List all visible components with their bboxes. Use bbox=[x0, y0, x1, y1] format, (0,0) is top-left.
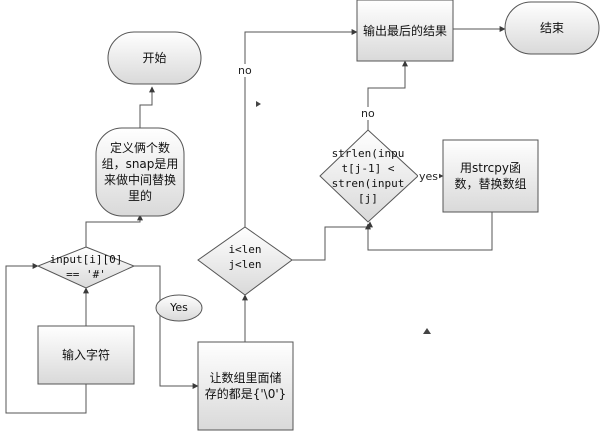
strlen-cond-label: strlen(inpu t[j-1] < stren(input [j] bbox=[331, 147, 405, 205]
stray-marker-1 bbox=[256, 101, 261, 107]
init-array-process bbox=[197, 341, 294, 431]
edge-loop-back bbox=[5, 263, 87, 414]
no-left-label: no bbox=[360, 107, 376, 120]
output-process bbox=[356, 0, 454, 62]
start-label: 开始 bbox=[142, 51, 167, 65]
edge-loop-to-strlen bbox=[292, 221, 373, 261]
define-process bbox=[95, 127, 185, 217]
check-input-label: input[i][0] == '#' bbox=[49, 253, 123, 281]
check-input-decision bbox=[36, 246, 136, 289]
yes-oval bbox=[155, 294, 203, 322]
init-array-label: 让数组里面储存的都是{'\0'} bbox=[204, 371, 287, 401]
stray-marker-2 bbox=[423, 328, 431, 334]
edge-loop-to-output bbox=[244, 29, 358, 227]
edge-check-to-init bbox=[134, 265, 199, 389]
edge-strcpy-back bbox=[365, 212, 493, 251]
output-label: 输出最后的结果 bbox=[362, 23, 447, 38]
start-terminal bbox=[107, 31, 202, 85]
no-top-label: no bbox=[237, 64, 253, 77]
define-label: 定义俩个数组，snap是用来做中间替换里的 bbox=[101, 141, 179, 203]
strlen-decision bbox=[319, 129, 419, 223]
edge-define-to-start bbox=[139, 86, 155, 128]
strcpy-label: 用strcpy函数，替换数组 bbox=[454, 161, 527, 191]
yes-right-label: yes bbox=[418, 170, 440, 183]
end-label: 结束 bbox=[539, 21, 564, 35]
loop-cond-decision bbox=[197, 226, 293, 296]
strcpy-process bbox=[442, 139, 539, 213]
input-chars-process bbox=[37, 325, 135, 385]
input-chars-label: 输入字符 bbox=[61, 348, 110, 362]
end-terminal bbox=[504, 1, 600, 55]
loop-cond-label: i<len j<len bbox=[228, 243, 262, 271]
yes-oval-label: Yes bbox=[170, 301, 188, 314]
edge-check-to-define bbox=[85, 214, 143, 247]
